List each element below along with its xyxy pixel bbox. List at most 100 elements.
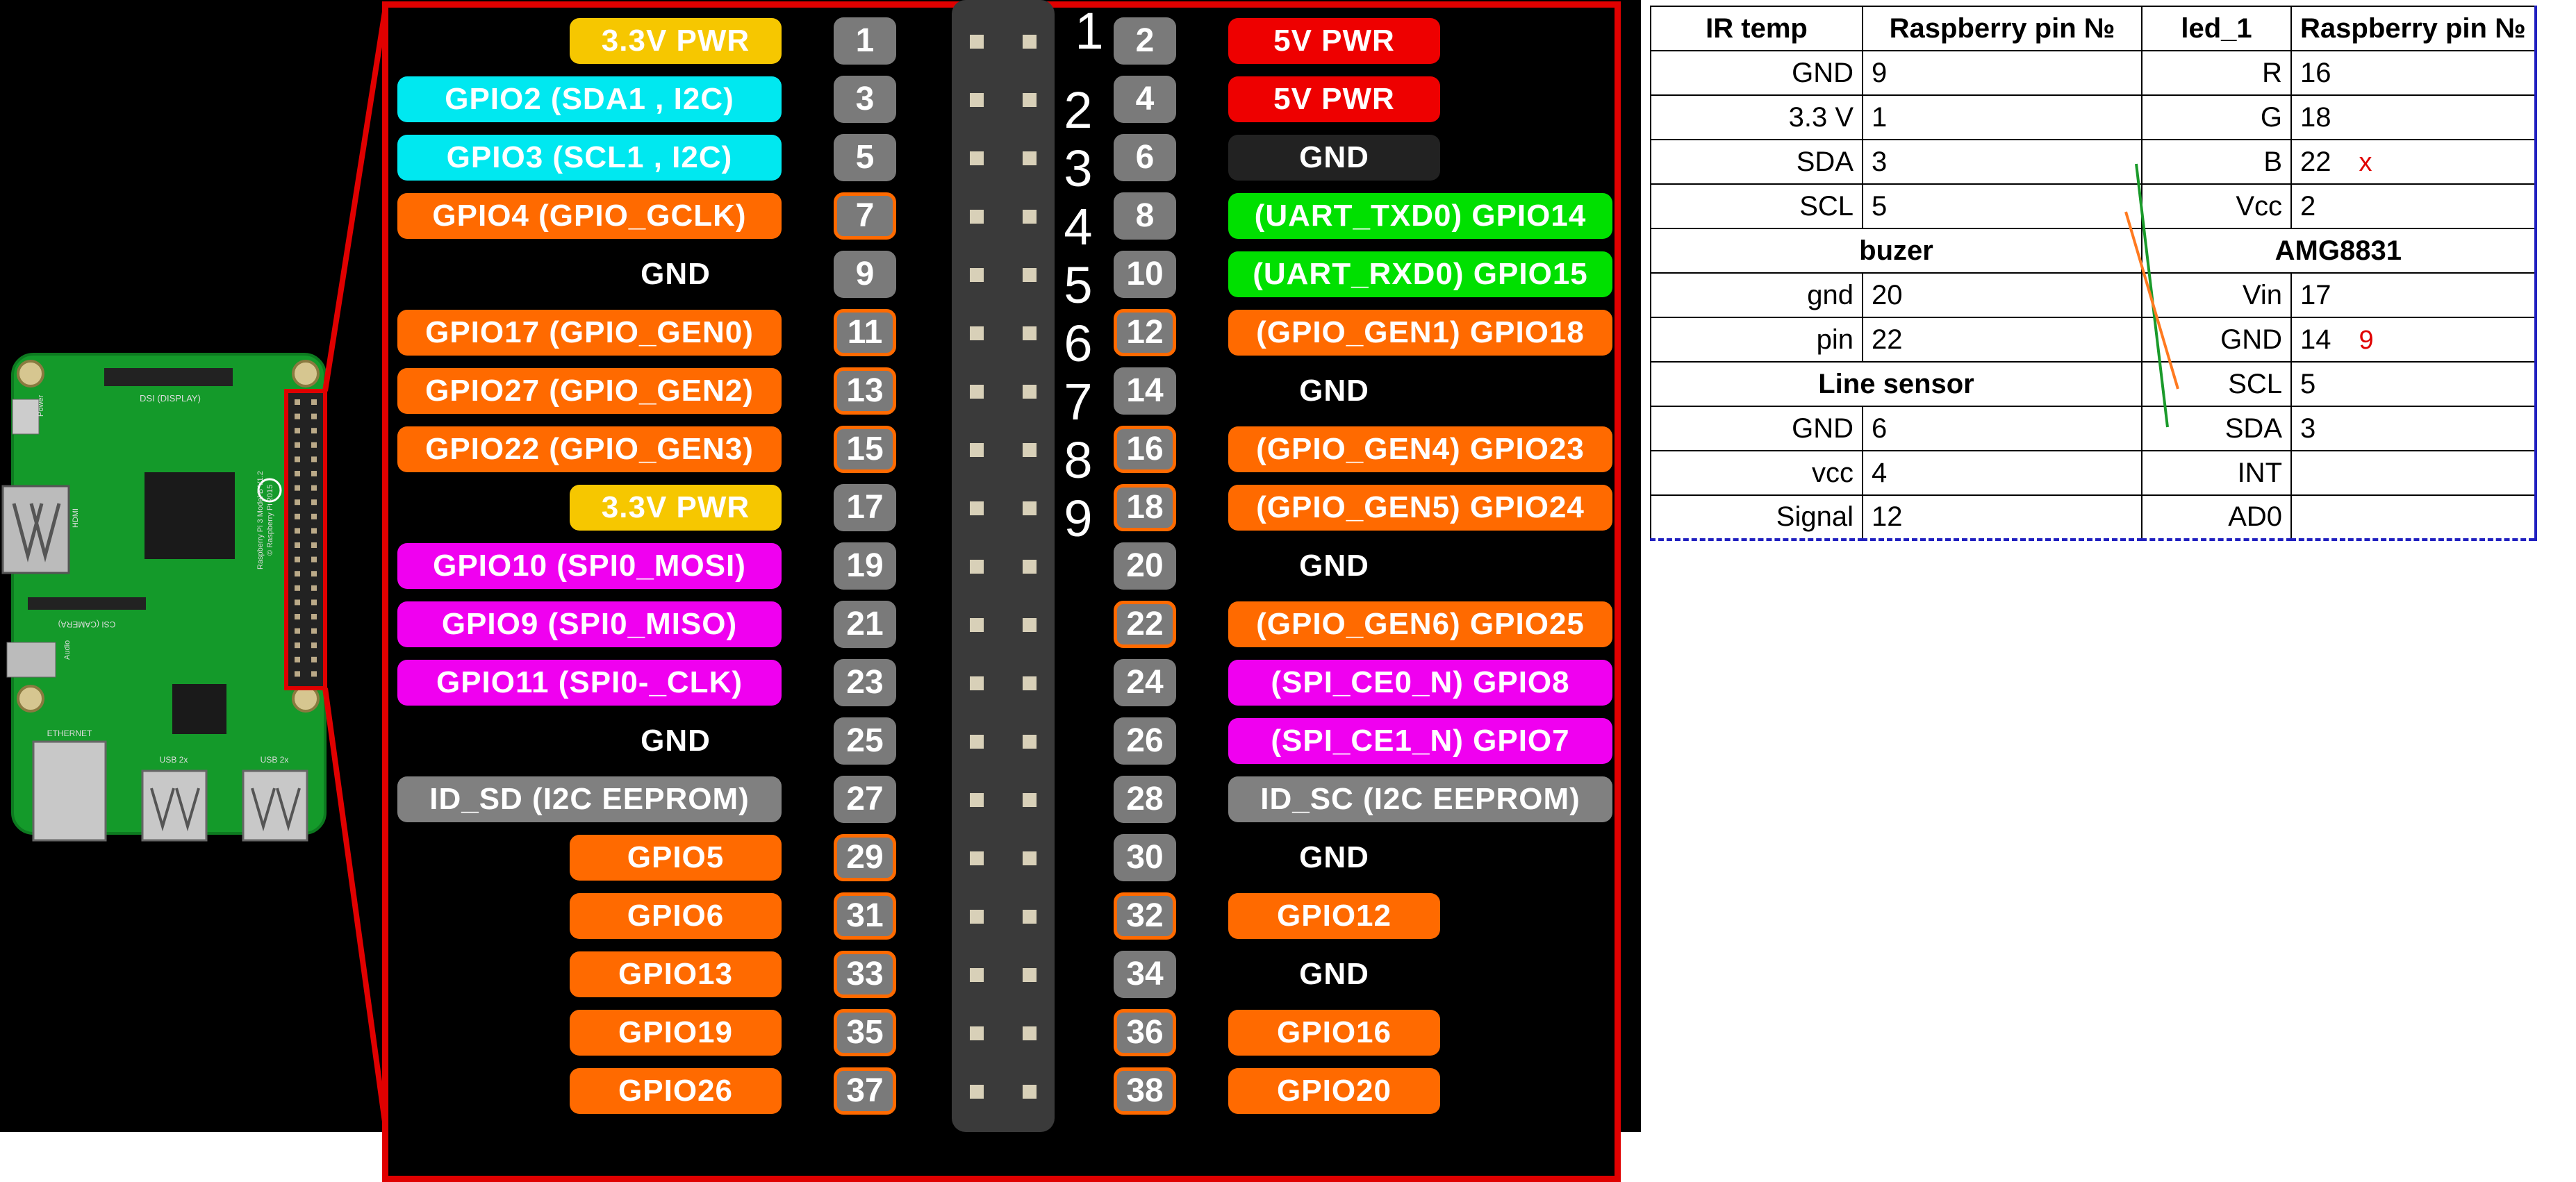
pin-label-right: GND <box>1228 135 1440 181</box>
pin-pad <box>970 93 984 107</box>
pin-label-right: 5V PWR <box>1228 76 1440 122</box>
cell-device-pin: Signal <box>1650 494 1863 540</box>
pin-number-right: 4 <box>1114 76 1176 123</box>
cell-device-pin: R <box>2141 50 2292 96</box>
pin-number-right: 6 <box>1114 134 1176 181</box>
pin-pad <box>970 385 984 399</box>
cell-raspberry-pin: 22 <box>1862 317 2142 363</box>
pin-mapping-table: IR temp Raspberry pin № led_1 Raspberry … <box>1650 6 2537 541</box>
pin-pad <box>1023 268 1037 282</box>
pin-pad <box>1023 151 1037 165</box>
pin-label-left: 3.3V PWR <box>570 485 782 531</box>
handwritten-number: 3 <box>1064 140 1093 197</box>
handwritten-mark: x <box>2359 147 2372 177</box>
pin-number-left: 19 <box>834 542 896 590</box>
pin-label-left: 3.3V PWR <box>570 18 782 64</box>
mini-pin <box>295 513 300 519</box>
raspberry-pi-board: DSI (DISPLAY) Power HDMI CSI (CAMERA) Au… <box>1 2 389 1132</box>
audio-jack <box>6 642 56 678</box>
pin-pad <box>1023 35 1037 49</box>
cell-value: 17 <box>2300 279 2331 310</box>
pin-pad <box>970 35 984 49</box>
pin-pad <box>1023 618 1037 632</box>
pin-pad <box>1023 210 1037 224</box>
header-ir-temp: IR temp <box>1650 6 1863 51</box>
csi-label: CSI (CAMERA) <box>58 619 116 629</box>
pin-pad <box>970 501 984 515</box>
pin-label-left: GPIO4 (GPIO_GCLK) <box>397 193 782 239</box>
pin-pad <box>970 851 984 865</box>
connector-strip <box>952 0 1055 1132</box>
pin-number-left: 7 <box>834 192 896 240</box>
pin-pad <box>970 1026 984 1040</box>
pin-number-right: 12 <box>1114 309 1176 356</box>
pin-pad <box>1023 385 1037 399</box>
mini-pin <box>311 556 317 563</box>
mini-pin <box>295 456 300 463</box>
pin-number-left: 3 <box>834 76 896 123</box>
pin-label-left: GPIO17 (GPIO_GEN0) <box>397 310 782 356</box>
dsi-label: DSI (DISPLAY) <box>140 393 201 403</box>
pin-pad <box>970 735 984 749</box>
cell-device-pin: INT <box>2141 450 2292 496</box>
pin-number-right: 18 <box>1114 484 1176 531</box>
cell-device-pin: AD0 <box>2141 494 2292 540</box>
header-pin-1: Raspberry pin № <box>1862 6 2142 51</box>
handwritten-number: 9 <box>1064 490 1093 547</box>
mini-pin <box>311 413 317 419</box>
pin-label-right: GND <box>1299 957 1369 991</box>
mini-pin <box>295 585 300 591</box>
mini-pin <box>295 499 300 506</box>
cell-raspberry-pin: 6 <box>1862 406 2142 451</box>
pin-label-left: GPIO22 (GPIO_GEN3) <box>397 426 782 472</box>
cell-value: 2 <box>2300 190 2316 222</box>
cell-device-pin: SCL <box>1650 183 1863 229</box>
pin-label-right: GPIO20 <box>1228 1068 1440 1114</box>
mini-pin <box>295 428 300 434</box>
mini-pin <box>295 642 300 649</box>
pin-number-right: 10 <box>1114 251 1176 298</box>
pin-label-left: GPIO2 (SDA1 , I2C) <box>397 76 782 122</box>
pin-number-left: 5 <box>834 134 896 181</box>
mini-pin <box>311 571 317 577</box>
mini-pin <box>295 471 300 476</box>
pin-label-left: ID_SD (I2C EEPROM) <box>397 776 782 822</box>
pin-label-left: GPIO11 (SPI0-_CLK) <box>397 660 782 706</box>
pin-pad <box>1023 851 1037 865</box>
usb-port-1 <box>141 769 208 842</box>
pin-number-left: 27 <box>834 776 896 823</box>
cell-device-pin: gnd <box>1650 272 1863 318</box>
pin-number-right: 26 <box>1114 717 1176 765</box>
mini-pin <box>295 556 300 563</box>
mini-pin <box>311 513 317 519</box>
pin-label-right: (GPIO_GEN4) GPIO23 <box>1228 426 1612 472</box>
cell-value: 22 <box>2300 146 2331 177</box>
mini-pin <box>311 656 317 663</box>
cell-device-pin: GND <box>1650 406 1863 451</box>
pin-pad <box>1023 735 1037 749</box>
hdmi-label: HDMI <box>72 508 80 528</box>
mini-pin <box>295 542 300 548</box>
model-label: Raspberry Pi 3 Model B V1.2 <box>256 471 265 569</box>
cell-raspberry-pin: 5 <box>2290 361 2536 407</box>
pin-number-left: 31 <box>834 892 896 940</box>
pin-pad <box>1023 443 1037 457</box>
cell-value: 18 <box>2300 101 2331 133</box>
pin-label-right: (UART_TXD0) GPIO14 <box>1228 193 1612 239</box>
pin-label-right: GND <box>1299 374 1369 408</box>
pin-number-right: 34 <box>1114 951 1176 998</box>
pin-label-left: GPIO5 <box>570 835 782 881</box>
mini-pin <box>295 628 300 634</box>
cell-device-pin: pin <box>1650 317 1863 363</box>
pin-number-right: 20 <box>1114 542 1176 590</box>
pin-pad <box>1023 793 1037 807</box>
mini-pin <box>295 442 300 448</box>
mini-pin <box>311 399 317 405</box>
header-pin-2: Raspberry pin № <box>2290 6 2536 51</box>
pin-pad <box>1023 326 1037 340</box>
